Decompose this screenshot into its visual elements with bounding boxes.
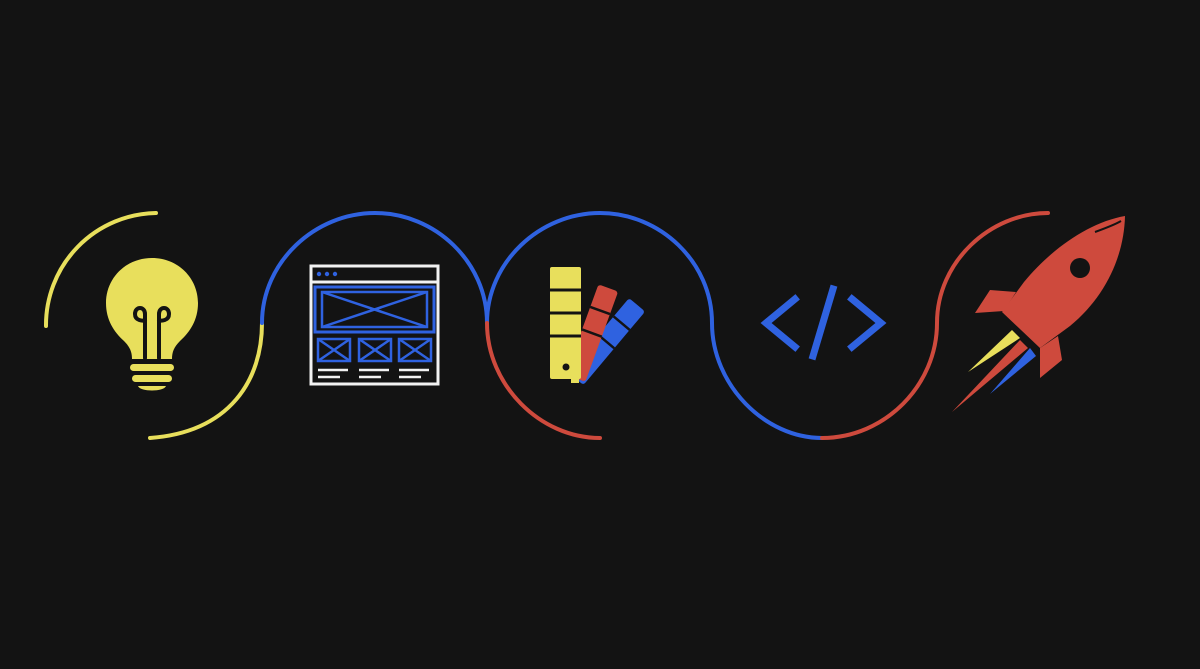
code-icon (760, 284, 887, 361)
color-swatch-icon (550, 267, 644, 384)
flow-line-red-rise (820, 211, 1050, 440)
rocket-icon (952, 216, 1125, 412)
flow-line-red-dip (485, 321, 602, 440)
lightbulb-icon (106, 258, 198, 391)
flow-line-yellow-bottom (148, 321, 264, 440)
flow-line (43, 210, 1050, 440)
flow-line-blue-hump-2 (485, 210, 714, 325)
flow-line-blue-dip (710, 321, 824, 440)
flow-line-blue-hump-1 (260, 210, 489, 325)
flow-line-yellow-top (43, 211, 158, 328)
wireframe-icon (309, 264, 440, 386)
